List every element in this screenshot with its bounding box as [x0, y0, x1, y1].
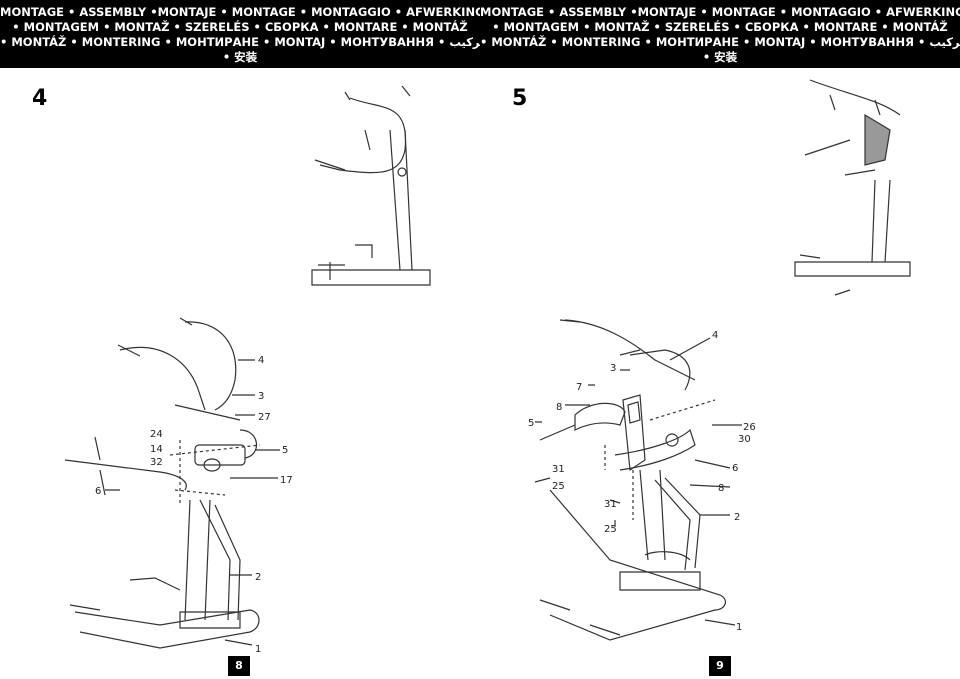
- callout: 27: [258, 412, 271, 423]
- header-line-4: • 安装: [222, 50, 258, 64]
- header-line-3: • MONTÁŽ • MONTERING • МОНТИРАНЕ • MONTA…: [480, 35, 960, 49]
- header-line-2: • MONTAGEM • MONTAŽ • SZERELÉS • СБОРКА …: [492, 20, 948, 34]
- step-number: 4: [32, 86, 48, 111]
- callout: 3: [258, 391, 264, 402]
- callout: 5: [528, 418, 534, 429]
- callout: 14: [150, 444, 163, 455]
- callout: 25: [552, 481, 565, 492]
- assembly-diagram-step4: 4 3 27 24 14 32 5 17 6 2 1: [64, 85, 431, 655]
- callout: 4: [258, 355, 264, 366]
- callout: 3: [610, 363, 616, 374]
- page-number: 9: [709, 656, 731, 676]
- language-header-right: MONTAGE • ASSEMBLY •MONTAJE • MONTAGE • …: [480, 0, 960, 68]
- main-exploded-view: [534, 319, 727, 641]
- callout: 24: [150, 429, 163, 440]
- thumbnail-assembled: [311, 85, 431, 286]
- callout: 30: [738, 434, 751, 445]
- assembly-diagram-step5: 4 3 7 8 5 26 30 31 25 6 8 31 25 2 1: [528, 79, 911, 641]
- callout: 7: [576, 382, 582, 393]
- callout: 6: [732, 463, 738, 474]
- callout: 32: [150, 457, 163, 468]
- callout: 2: [255, 572, 261, 583]
- language-header-left: MONTAGE • ASSEMBLY •MONTAJE • MONTAGE • …: [0, 0, 493, 68]
- header-line-2: • MONTAGEM • MONTAŽ • SZERELÉS • СБОРКА …: [12, 20, 468, 34]
- callout: 25: [604, 524, 617, 535]
- callouts-left: 4 3 27 24 14 32 5 17 6 2 1: [95, 355, 293, 655]
- thumbnail-assembled: [794, 79, 911, 296]
- header-line-1: MONTAGE • ASSEMBLY •MONTAJE • MONTAGE • …: [0, 5, 485, 19]
- callout: 31: [604, 499, 617, 510]
- header-line-1: MONTAGE • ASSEMBLY •MONTAJE • MONTAGE • …: [480, 5, 960, 19]
- callout: 8: [718, 483, 724, 494]
- callouts-right: 4 3 7 8 5 26 30 31 25 6 8 31 25 2 1: [528, 330, 756, 633]
- callout: 8: [556, 402, 562, 413]
- callout: 2: [734, 512, 740, 523]
- callout: 4: [712, 330, 718, 341]
- left-page: MONTAGE • ASSEMBLY •MONTAJE • MONTAGE • …: [0, 0, 493, 676]
- right-page: MONTAGE • ASSEMBLY •MONTAJE • MONTAGE • …: [480, 0, 960, 679]
- callout: 5: [282, 445, 288, 456]
- callout: 6: [95, 486, 101, 497]
- callout: 1: [736, 622, 742, 633]
- callout: 1: [255, 644, 261, 655]
- callout: 17: [280, 475, 293, 486]
- callout: 31: [552, 464, 565, 475]
- callout: 26: [743, 422, 756, 433]
- page-number: 8: [228, 656, 250, 676]
- header-line-4: • 安装: [702, 50, 738, 64]
- main-exploded-view: [64, 317, 261, 649]
- step-number: 5: [512, 86, 528, 111]
